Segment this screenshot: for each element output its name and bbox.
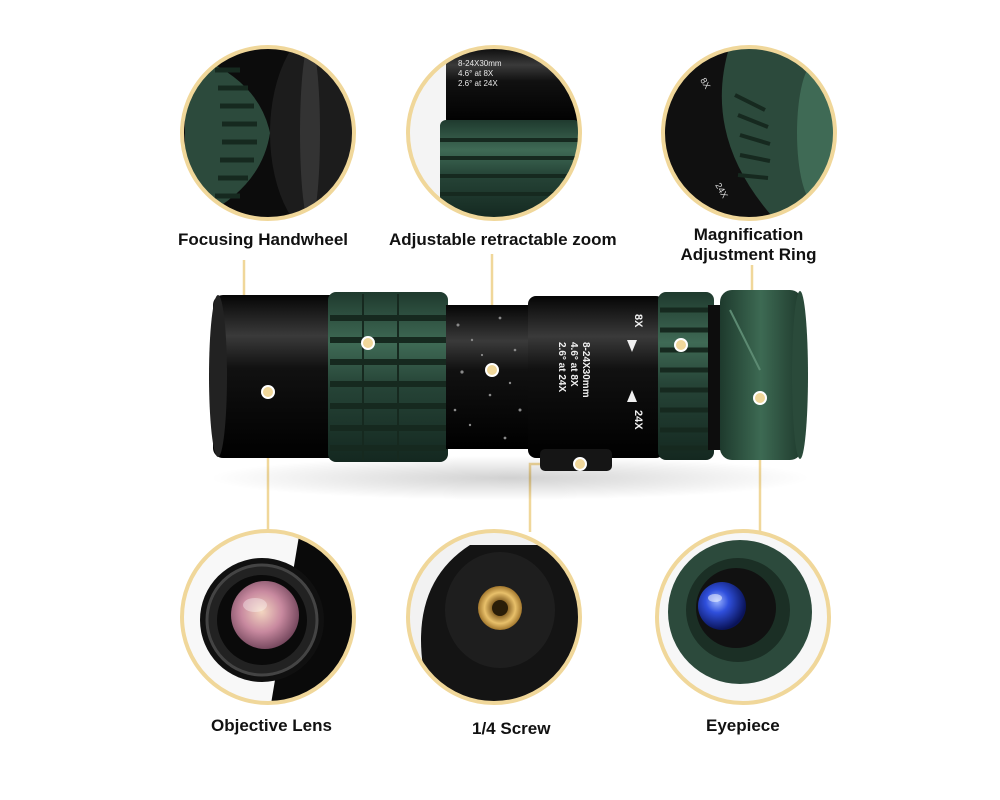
zoom-spec-line3: 2.6° at 24X <box>458 79 498 88</box>
zoom-spec-line1: 8-24X30mm <box>458 59 502 68</box>
label-focusing-handwheel: Focusing Handwheel <box>178 230 349 249</box>
shadow <box>210 456 810 500</box>
zoom-tube <box>446 305 532 449</box>
monocular: 8-24X30mm 4.6° at 8X 2.6° at 24X 8X 24X <box>209 290 810 500</box>
label-magnification-line1: Magnification <box>693 225 804 244</box>
scope-spec-print: 8-24X30mm 4.6° at 8X 2.6° at 24X 8X 24X <box>556 314 644 430</box>
spec-line3: 2.6° at 24X <box>556 342 567 392</box>
zoom-min-print: 8X <box>632 314 644 328</box>
ring-min-print: 8X <box>698 76 712 91</box>
eyepiece-glass <box>698 582 746 630</box>
spec-line1: 8-24X30mm <box>580 342 591 398</box>
label-magnification-ring: Magnification Adjustment Ring <box>676 225 821 265</box>
eyepiece-detail <box>655 529 831 705</box>
handwheel-ridges <box>185 55 270 215</box>
objective-lens-detail <box>180 529 356 705</box>
eyecup <box>720 290 808 460</box>
marker-dots <box>261 336 767 471</box>
rear-body <box>528 296 664 458</box>
label-objective-lens: Objective Lens <box>211 716 332 735</box>
objective-glass <box>231 581 299 649</box>
magnification-ring-detail: 8X 24X <box>661 45 837 221</box>
objective-barrel <box>213 295 348 458</box>
label-eyepiece: Eyepiece <box>706 716 780 735</box>
focusing-handwheel-detail <box>180 45 356 221</box>
zoom-max-print: 24X <box>632 410 644 430</box>
spec-line2: 4.6° at 8X <box>568 342 579 387</box>
screw-detail <box>406 529 582 705</box>
label-magnification-line2: Adjustment Ring <box>680 245 817 264</box>
zoom-spec-line2: 4.6° at 8X <box>458 69 494 78</box>
adjustable-zoom-detail: 8-24X30mm 4.6° at 8X 2.6° at 24X <box>406 45 582 221</box>
magnification-ring <box>658 292 724 460</box>
label-screw: 1/4 Screw <box>472 719 551 738</box>
focus-wheel <box>328 292 448 462</box>
label-adjustable-zoom: Adjustable retractable zoom <box>389 230 617 249</box>
